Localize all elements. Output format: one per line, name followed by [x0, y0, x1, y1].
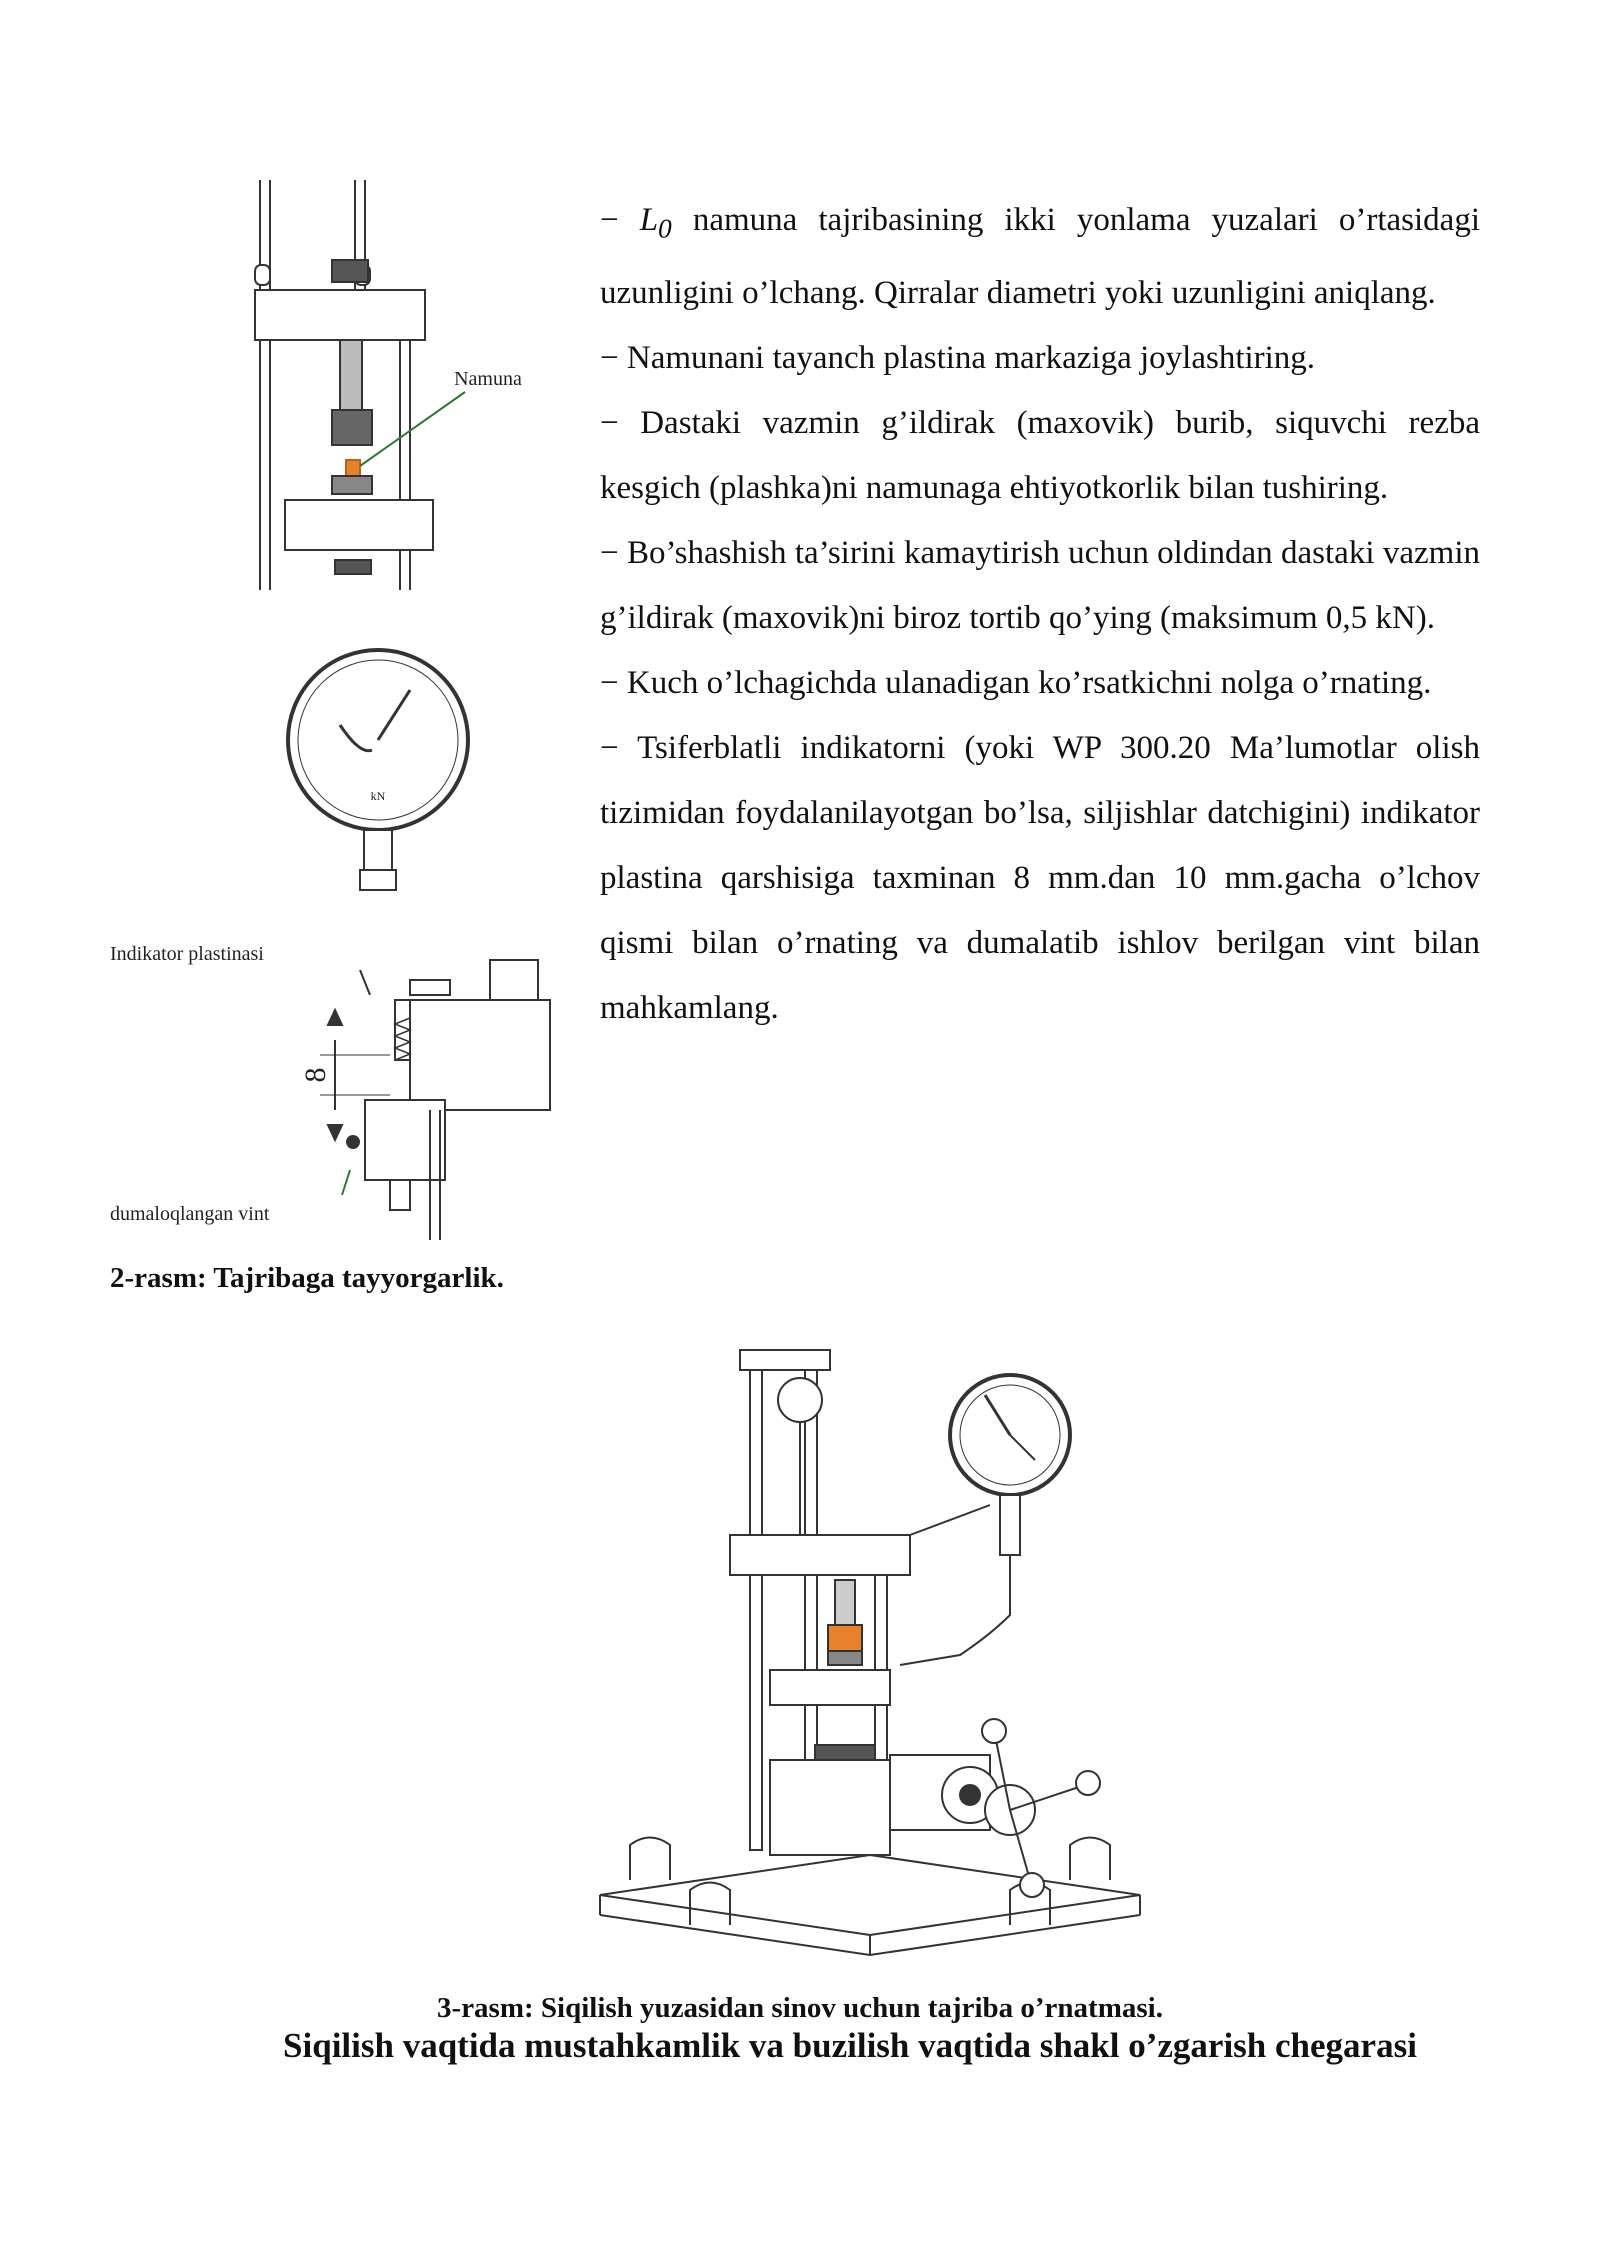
press-frame-illustration: [254, 180, 466, 590]
instruction-paragraph-3: − Dastaki vazmin g’ildirak (maxovik) bur…: [600, 404, 1480, 506]
section-heading: Siqilish vaqtida mustahkamlik va buzilis…: [283, 2026, 1417, 2065]
figure-3-drawing: [599, 1349, 1141, 1957]
instruction-text: namuna tajribasining ikki yonlama yuzala…: [600, 202, 1480, 311]
figure-3-caption: 3-rasm: Siqilish yuzasidan sinov uchun t…: [437, 1992, 1163, 2024]
dimension-label: 8: [299, 1068, 332, 1083]
label-dumaloqlangan-vint: dumaloqlangan vint: [110, 1203, 270, 1225]
figure-3: [590, 1335, 1150, 1975]
indicator-mount-illustration: [320, 959, 551, 1240]
instruction-paragraph-4: − Bo’shashish ta’sirini kamaytirish uchu…: [600, 534, 1480, 636]
figure-2-drawing: Namuna kN: [110, 180, 551, 1240]
instructions-text: − L0 namuna tajribasining ikki yonlama y…: [600, 188, 1480, 1041]
symbol-L0: L0: [639, 202, 672, 244]
instruction-paragraph-5: − Kuch o’lchagichda ulanadigan ko’rsatki…: [600, 664, 1432, 701]
symbol-letter: L: [639, 202, 659, 238]
gauge-unit-label: kN: [371, 789, 386, 803]
label-namuna: Namuna: [454, 368, 522, 390]
test-apparatus-illustration: [599, 1349, 1141, 1957]
force-gauge-illustration: [286, 648, 470, 891]
instruction-paragraph-1: − L0 namuna tajribasining ikki yonlama y…: [600, 188, 1480, 326]
figure-2: Namuna kN: [110, 170, 590, 1250]
figure-2-caption: 2-rasm: Tajribaga tayyorgarlik.: [110, 1262, 504, 1294]
instruction-paragraph-2: − Namunani tayanch plastina markaziga jo…: [600, 339, 1316, 376]
label-indikator-plastinasi: Indikator plastinasi: [110, 943, 264, 965]
symbol-subscript: 0: [658, 212, 672, 244]
instruction-paragraph-6: − Tsiferblatli indikatorni (yoki WP 300.…: [600, 729, 1480, 1026]
instruction-prefix: −: [600, 202, 640, 238]
